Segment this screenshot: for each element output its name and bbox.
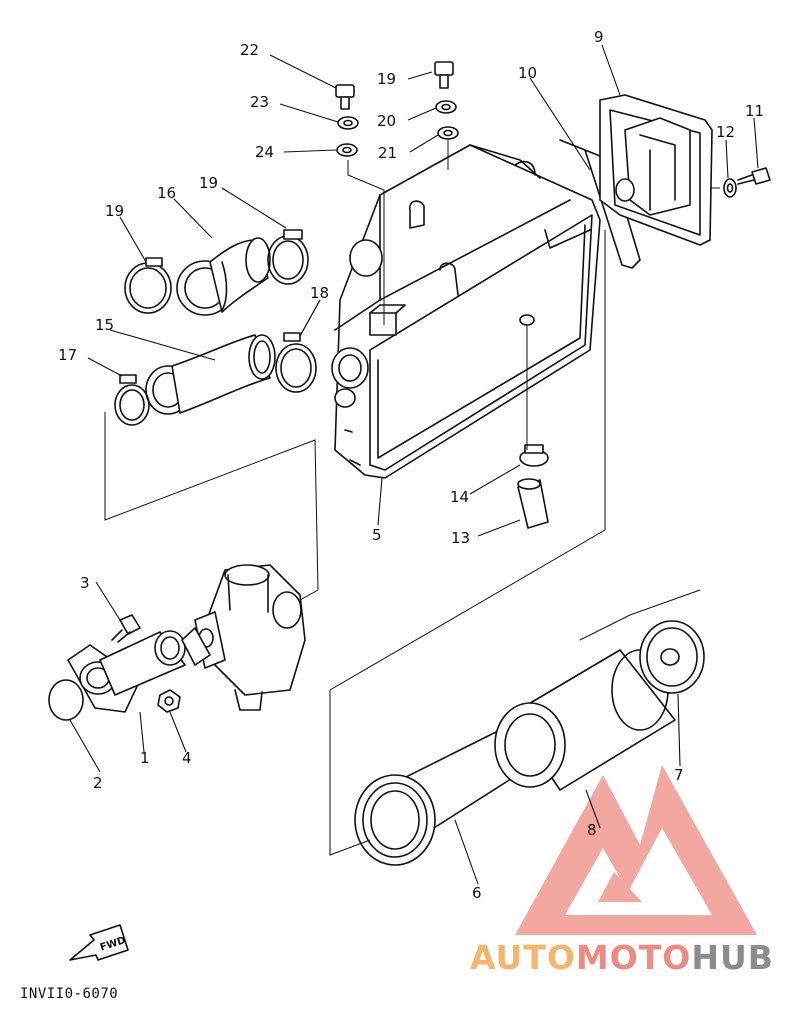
washer-24 xyxy=(337,116,359,130)
washer-12 xyxy=(723,178,737,198)
part-number-1: 1 xyxy=(140,749,150,767)
hose-15 xyxy=(145,334,276,415)
part-number-6: 6 xyxy=(472,884,482,902)
clamp-19-left xyxy=(124,257,172,314)
part-number-3: 3 xyxy=(80,574,90,592)
part-number-16: 16 xyxy=(157,184,176,202)
part-number-25: 24 xyxy=(255,143,274,161)
watermark-part1: AUTO xyxy=(470,938,576,977)
part-number-19-left: 19 xyxy=(105,202,124,220)
clip-14 xyxy=(519,444,549,467)
part-number-24: 23 xyxy=(250,93,269,111)
part-number-12: 12 xyxy=(716,123,735,141)
part-number-21: 20 xyxy=(377,112,396,130)
part-number-10: 10 xyxy=(518,64,537,82)
part-number-17: 17 xyxy=(58,346,77,364)
drain-hose-13 xyxy=(517,478,549,529)
bolt-23 xyxy=(335,84,355,110)
assembly-lines xyxy=(104,140,720,856)
washer-22 xyxy=(437,126,459,140)
part-numbers: 22 23 24 19 20 21 10 9 11 12 19 16 19 15… xyxy=(58,28,764,902)
air-box-cover xyxy=(559,94,713,269)
washer-21 xyxy=(435,100,457,114)
part-number-19-right: 19 xyxy=(199,174,218,192)
diagram-code: INVII0-6070 xyxy=(20,986,119,1002)
bolt-20 xyxy=(434,61,454,89)
bolt-3 xyxy=(111,614,141,643)
part-number-11: 11 xyxy=(745,102,764,120)
part-number-20: 19 xyxy=(377,70,396,88)
fwd-arrow-icon: FWD xyxy=(69,924,129,961)
clamp-17 xyxy=(114,374,150,426)
watermark-logo xyxy=(515,765,757,935)
carburetor-joint-1 xyxy=(67,627,211,713)
part-number-8: 8 xyxy=(587,821,597,839)
hose-16 xyxy=(176,237,271,316)
clamp-19-right xyxy=(267,229,309,285)
clamp-18 xyxy=(275,332,317,393)
screw-11 xyxy=(737,167,771,185)
element-8 xyxy=(494,649,676,791)
element-cap-7 xyxy=(639,620,705,694)
part-number-2: 2 xyxy=(93,774,103,792)
watermark-text: AUTOMOTOHUB xyxy=(470,938,774,977)
part-number-14: 14 xyxy=(450,488,469,506)
part-number-18: 18 xyxy=(310,284,329,302)
part-number-13: 13 xyxy=(451,529,470,547)
air-box xyxy=(331,144,601,479)
watermark-part3: HUB xyxy=(691,938,774,977)
part-number-4: 4 xyxy=(182,749,192,767)
carburetor xyxy=(194,564,306,711)
part-number-5: 5 xyxy=(372,526,382,544)
part-number-22: 21 xyxy=(378,144,397,162)
nut-4 xyxy=(157,689,181,713)
part-number-15: 15 xyxy=(95,316,114,334)
part-number-23: 22 xyxy=(240,41,259,59)
part-number-7: 7 xyxy=(674,766,684,784)
part-number-9: 9 xyxy=(594,28,604,46)
o-ring-2 xyxy=(48,679,84,721)
watermark-part2: MOTO xyxy=(575,938,692,977)
leader-lines xyxy=(69,44,759,885)
washer-25 xyxy=(336,143,358,157)
